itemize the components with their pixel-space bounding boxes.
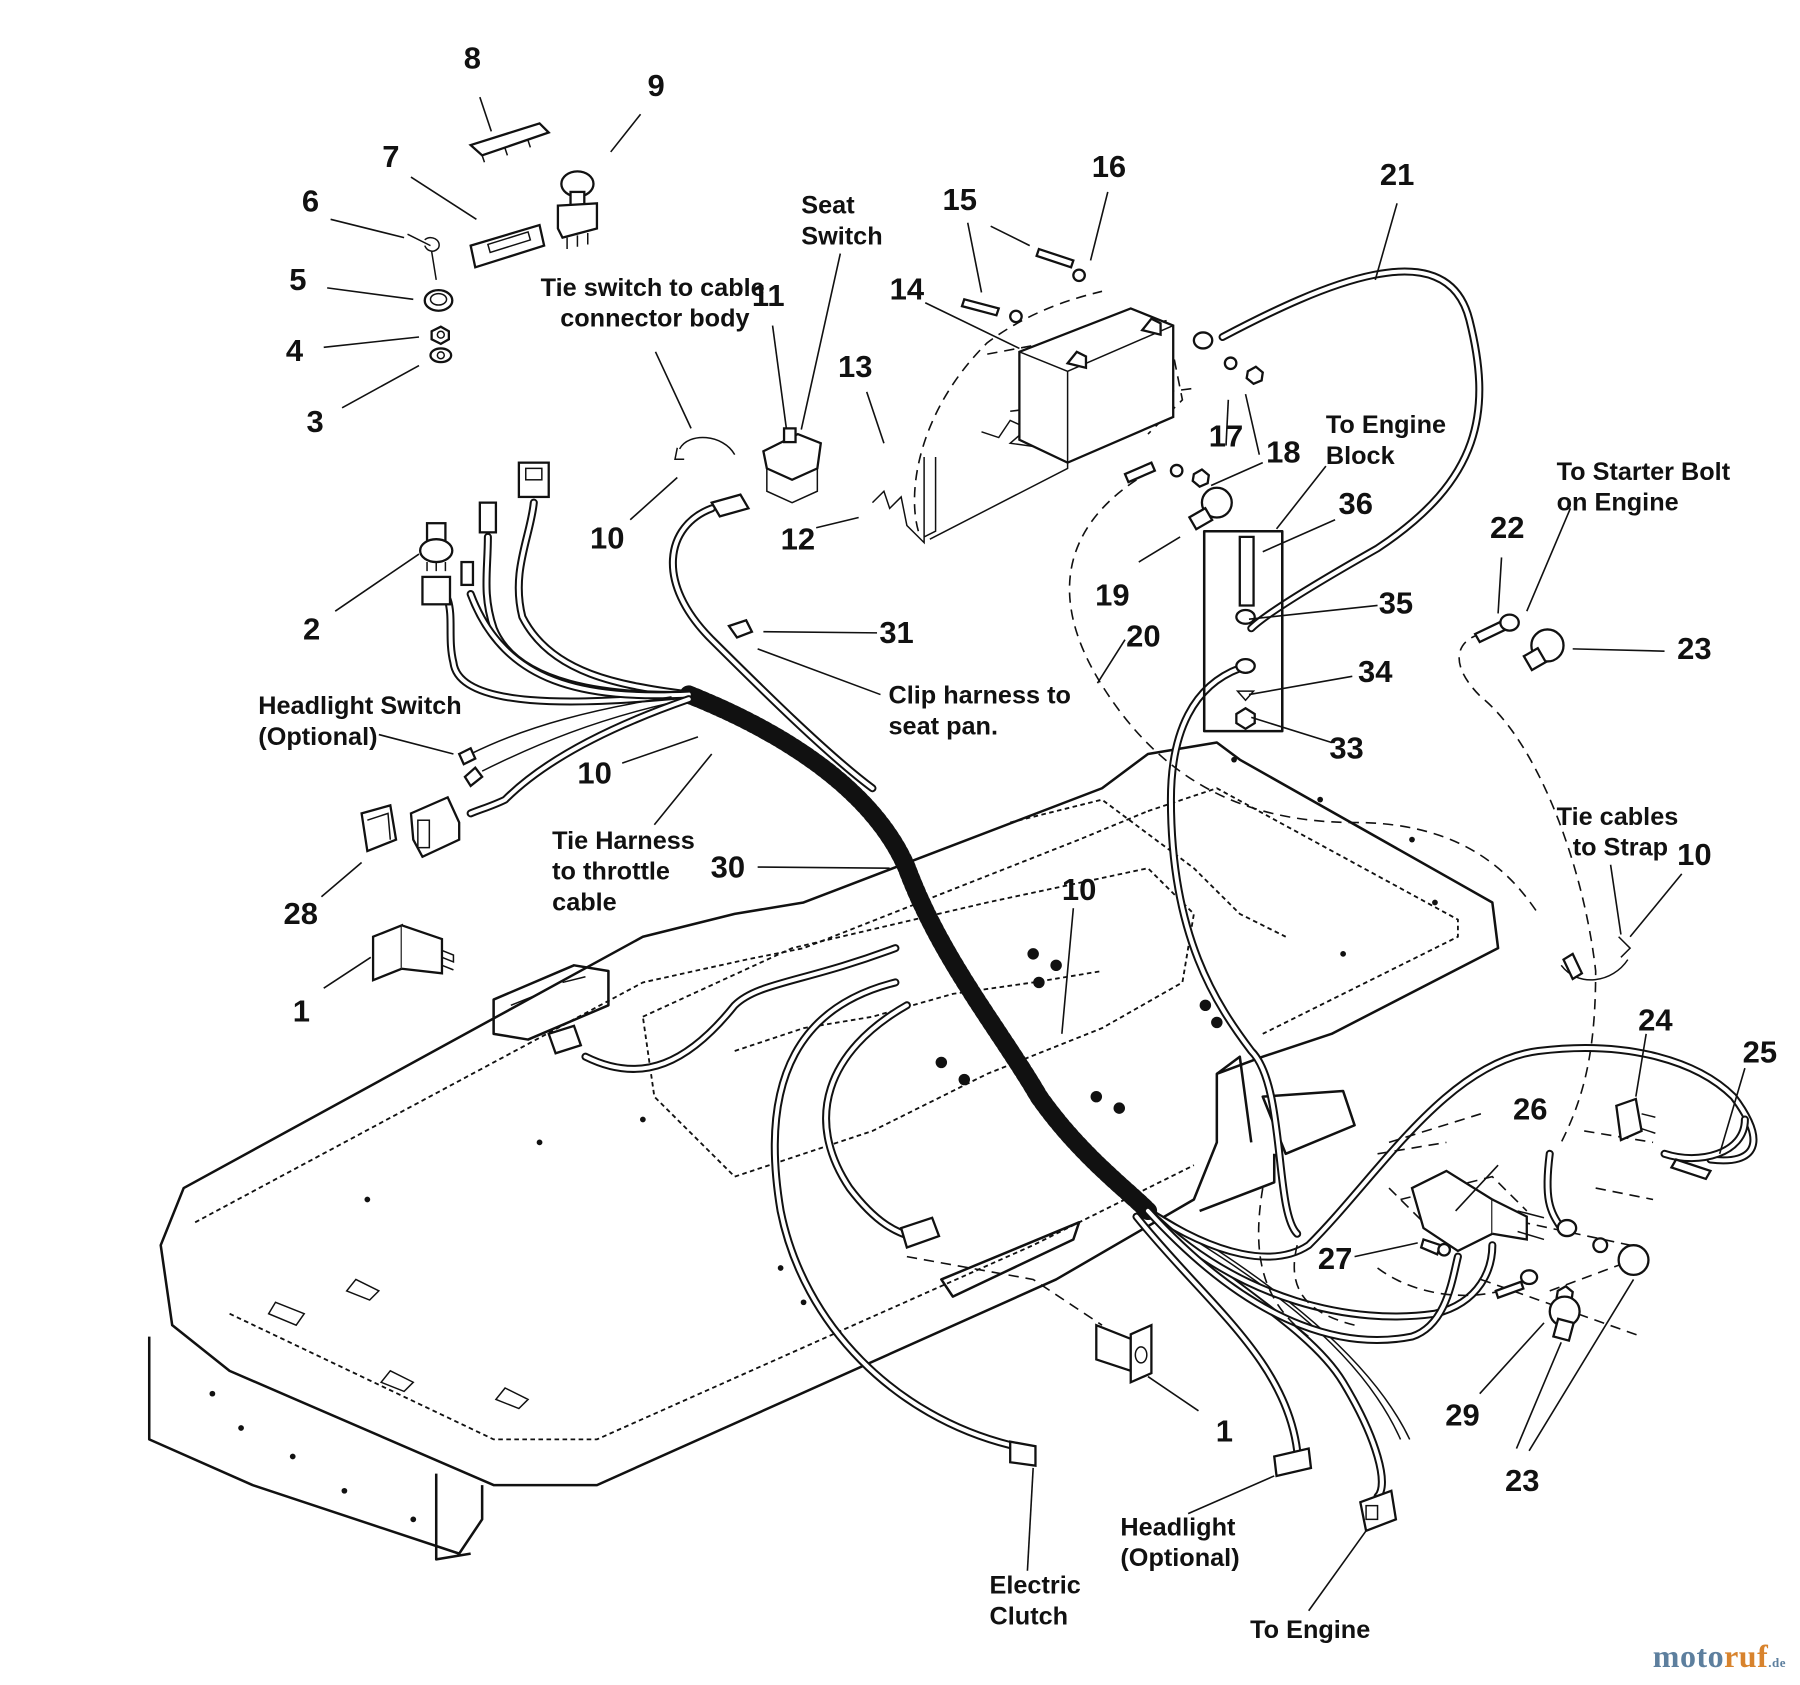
part-10-tie-strap [674,436,736,460]
callout-35: 35 [1379,586,1413,621]
connector-clutch [1009,1440,1037,1467]
callout-10-b: 10 [577,756,611,791]
part-1-switch-left [371,923,455,982]
watermark-logo: motoruf.de [1653,1638,1786,1675]
callout-10-d: 10 [1677,837,1711,872]
callout-12: 12 [781,522,815,557]
callout-7: 7 [382,139,399,174]
connector-top [478,461,550,534]
part-1-switch-right [1095,1323,1153,1385]
callout-26: 26 [1513,1092,1547,1127]
callout-19: 19 [1095,578,1129,613]
callout-14: 14 [890,271,925,306]
callout-5: 5 [289,262,306,297]
callout-23-b: 23 [1505,1463,1539,1498]
callout-30: 30 [711,849,745,884]
connector-seat [709,493,751,518]
part-4-nut [430,325,451,346]
watermark-part-3: .de [1768,1655,1786,1670]
part-17-18-hardware [1192,331,1264,386]
part-14-battery [1018,307,1175,464]
callout-15: 15 [942,182,976,217]
connector-bracket [547,1024,583,1055]
part-2-ignition-switch [419,522,475,606]
part-10-tie-strap-right [1560,936,1632,981]
part-15-16-bolts [960,247,1086,324]
callout-21: 21 [1380,157,1414,192]
part-28-rocker-switch [360,803,398,853]
mower-frame [147,741,1500,1561]
frame-holes [209,756,1438,1523]
callout-1-a: 1 [293,993,310,1028]
callout-11: 11 [752,278,785,313]
callout-34: 34 [1358,654,1393,689]
callout-1-b: 1 [1216,1414,1233,1449]
part-3-washer [429,347,453,364]
part-27-screw [1419,1238,1452,1257]
callout-31: 31 [879,615,913,650]
part-8-cover [468,122,551,163]
part-24-circuit-breaker [1615,1097,1656,1142]
callout-13: 13 [838,349,872,384]
connector-headlight-switch [409,795,461,859]
part-22-23-starter-hardware [1473,613,1565,672]
callout-10-a: 10 [590,520,624,555]
note-headlight: Headlight(Optional) [1120,1513,1239,1572]
leader-lines [320,96,1746,1612]
part-11-seat-switch [762,427,823,504]
callout-28: 28 [284,896,318,931]
headlight-switch-terminals [457,746,484,788]
callout-4: 4 [286,333,304,368]
ground-bolt-box [1202,529,1284,733]
callout-9: 9 [647,68,664,103]
connector-center [899,1216,941,1249]
callout-22: 22 [1490,510,1524,545]
watermark-part-2: ruf [1724,1638,1769,1674]
callout-10-c: 10 [1062,872,1096,907]
callout-27: 27 [1318,1241,1352,1276]
callout-2: 2 [303,612,320,647]
part-9-pto-switch [556,170,599,250]
part-7-bezel [469,223,546,269]
callout-3: 3 [307,404,324,439]
part-5-ring [423,289,454,312]
watermark-part-1: moto [1652,1638,1725,1674]
note-to-engine: To Engine [1250,1616,1370,1644]
callout-36: 36 [1339,486,1373,521]
part-29-23-hardware-lower [1494,1218,1650,1343]
callout-18: 18 [1266,435,1300,470]
callout-23-a: 23 [1677,631,1711,666]
callout-25: 25 [1743,1034,1777,1069]
callout-labels: 8 9 7 6 5 4 3 2 10 11 12 13 14 15 16 21 … [284,41,1778,1498]
callout-16: 16 [1092,149,1126,184]
callout-24: 24 [1638,1002,1673,1037]
part-6-keys [407,233,440,280]
part-31-clip [727,618,754,639]
callout-8: 8 [464,41,481,76]
callout-33: 33 [1329,731,1363,766]
connector-engine [1359,1489,1398,1533]
connector-headlight [1272,1447,1313,1478]
part-25-fuse [1669,1158,1713,1181]
callout-17: 17 [1209,419,1243,454]
part-26-solenoid [1410,1169,1545,1253]
part-19-boot [1123,461,1233,531]
note-headlight-switch: Headlight Switch(Optional) [258,692,461,751]
callout-29: 29 [1445,1398,1479,1433]
callout-20: 20 [1126,619,1160,654]
callout-6: 6 [302,183,319,218]
